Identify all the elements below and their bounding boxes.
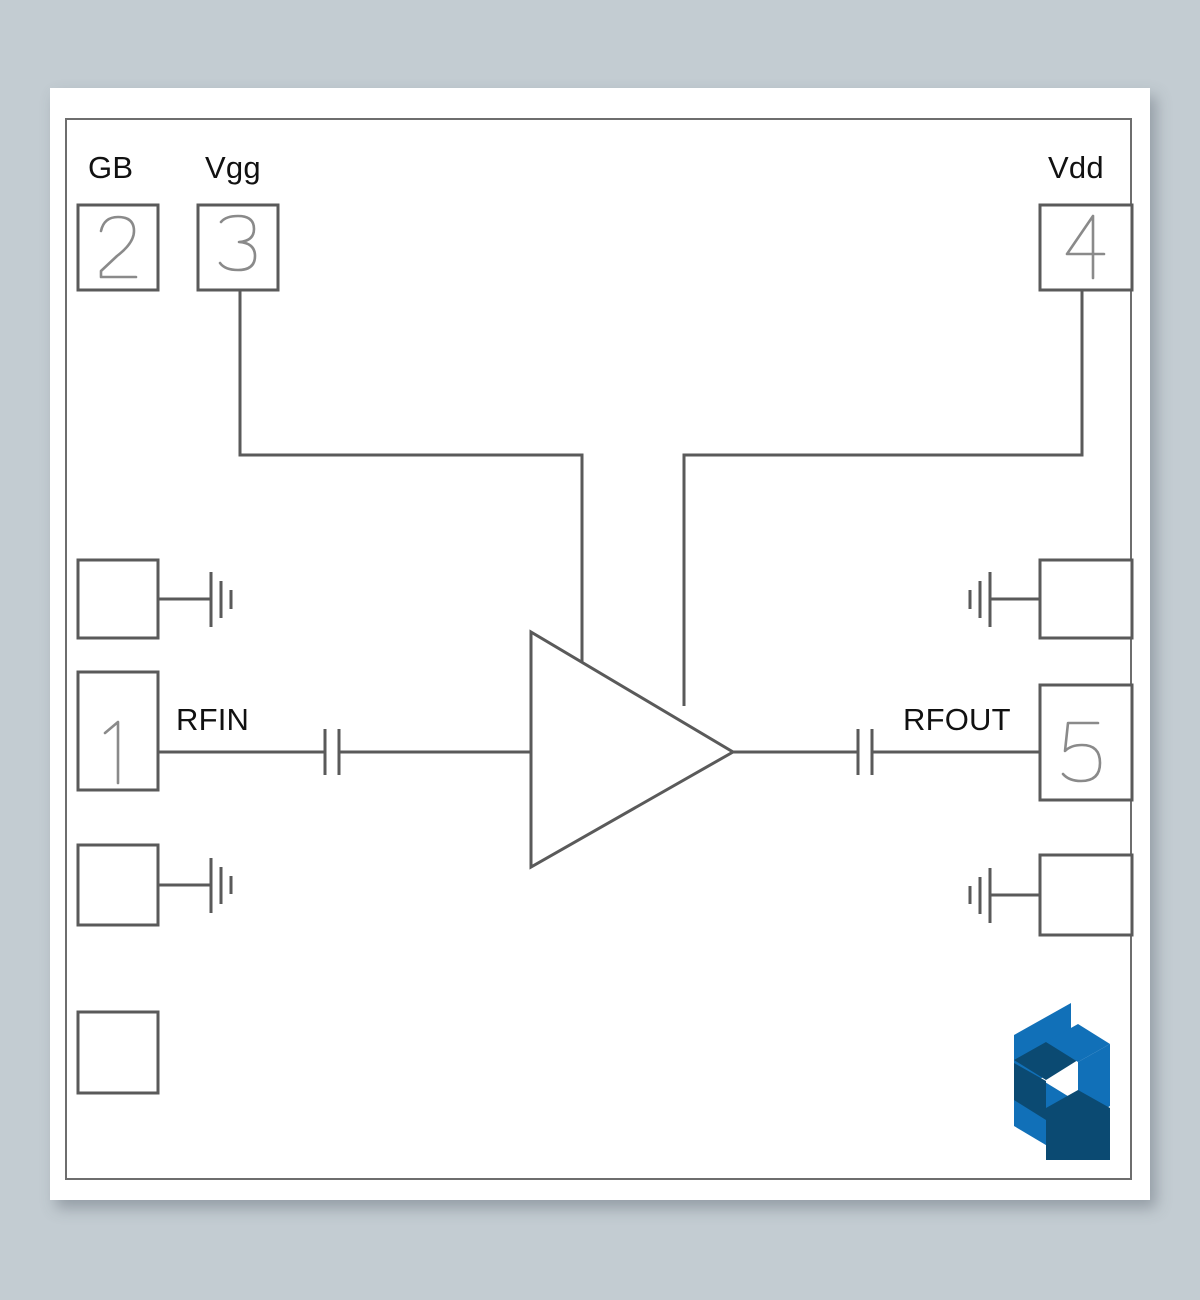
- net-label-rfout: RFOUT: [903, 702, 1011, 737]
- pad-gnd-box-right-1[interactable]: [1038, 558, 1134, 640]
- pad-3-box[interactable]: [196, 203, 280, 292]
- pad-blank-box-left[interactable]: [76, 1010, 160, 1095]
- net-label-rfin: RFIN: [176, 702, 250, 737]
- ground-symbol-right-upper: [968, 572, 1040, 627]
- vdd-trace: [682, 290, 1084, 706]
- pad-2-numeral: [99, 215, 138, 279]
- pad-3-numeral: [218, 214, 257, 272]
- pad-1-numeral: [103, 720, 120, 785]
- logo-facet-dark-right: [1078, 1090, 1110, 1160]
- pad-5-numeral: [1061, 721, 1102, 783]
- pad-5-box[interactable]: [1038, 683, 1134, 802]
- diagram-frame-border: [65, 118, 1132, 1180]
- ground-symbol-left-lower: [158, 858, 233, 913]
- pad-4-box[interactable]: [1038, 203, 1134, 292]
- logo-facet-dark-left-2: [1014, 1063, 1046, 1120]
- pin-label-vgg: Vgg: [205, 150, 261, 185]
- company-logo: [1014, 1003, 1110, 1160]
- pin-label-gb: GB: [88, 150, 134, 185]
- ground-symbol-right-lower: [968, 868, 1040, 923]
- pin-label-vdd: Vdd: [1048, 150, 1104, 185]
- pad-gnd-box-left-1[interactable]: [76, 558, 160, 640]
- logo-facet-dark-right-2: [1046, 1090, 1078, 1160]
- pad-gnd-box-left-2[interactable]: [76, 843, 160, 927]
- pad-gnd-box-right-2[interactable]: [1038, 853, 1134, 937]
- amplifier-triangle[interactable]: [529, 629, 736, 870]
- pad-4-numeral: [1065, 214, 1106, 280]
- vgg-trace: [238, 290, 584, 695]
- logo-facet-light-right-upper: [1046, 1024, 1110, 1062]
- ground-symbol-left-upper: [158, 572, 233, 627]
